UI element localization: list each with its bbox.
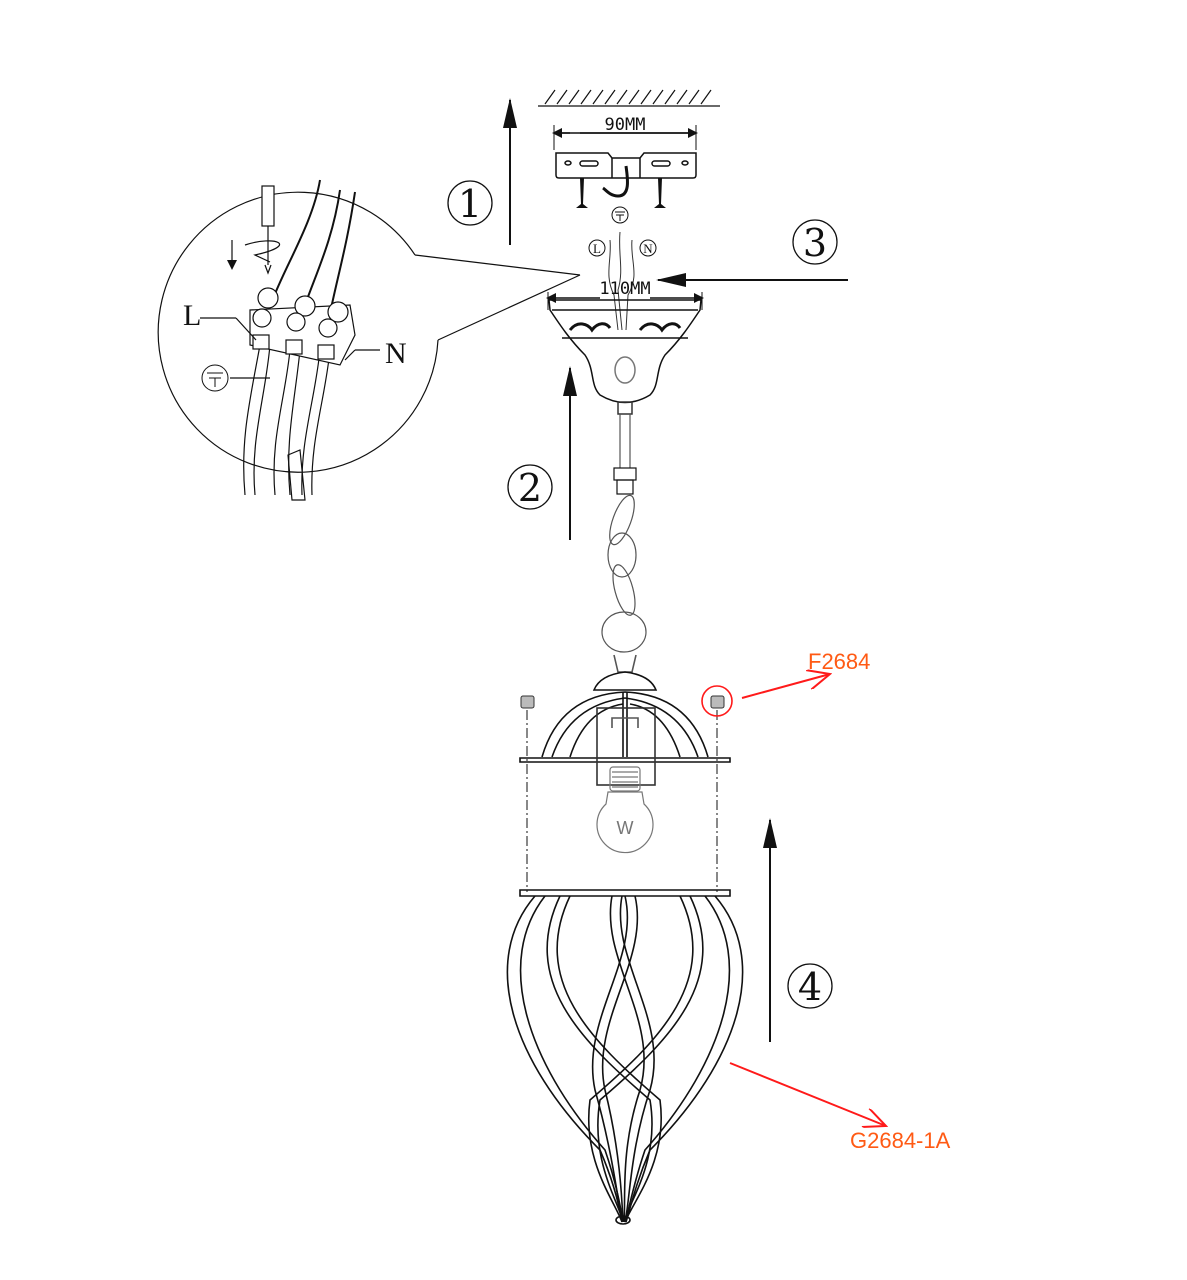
screw-icon bbox=[576, 178, 666, 208]
canopy-dimension: 110MM bbox=[546, 279, 704, 310]
earth-ground-icon bbox=[201, 364, 229, 392]
bracket-dimension: 90MM bbox=[552, 115, 698, 150]
svg-text:4: 4 bbox=[798, 965, 822, 1009]
svg-text:N: N bbox=[643, 241, 653, 256]
svg-text:1: 1 bbox=[458, 182, 482, 226]
lamp-top-cage bbox=[519, 654, 731, 786]
mounting-bracket bbox=[555, 152, 697, 198]
svg-text:3: 3 bbox=[803, 221, 827, 265]
live-marker: L bbox=[588, 239, 606, 257]
canopy-width-label: 110MM bbox=[599, 279, 650, 299]
shade-part-annotation: G2684-1A bbox=[729, 1062, 951, 1153]
svg-text:2: 2 bbox=[518, 466, 542, 510]
wiring-detail-callout bbox=[157, 179, 581, 501]
step-3: 3 bbox=[656, 219, 848, 287]
lantern-shade bbox=[506, 889, 744, 1225]
bracket-width-label: 90MM bbox=[605, 115, 646, 135]
step-2: 2 bbox=[507, 366, 577, 540]
neutral-marker: N bbox=[639, 239, 657, 257]
hanging-chain bbox=[601, 414, 647, 653]
ceiling-hatch bbox=[538, 89, 720, 107]
ceiling-canopy bbox=[548, 299, 702, 415]
step-1: 1 bbox=[447, 98, 517, 245]
detail-live-label: L bbox=[183, 299, 201, 332]
detail-neutral-label: N bbox=[385, 337, 407, 370]
shade-screws bbox=[520, 695, 725, 892]
shade-part-number: G2684-1A bbox=[850, 1128, 951, 1153]
bulb-wattage-label: W bbox=[617, 818, 634, 838]
supply-wires bbox=[608, 231, 635, 331]
step-4: 4 bbox=[763, 818, 833, 1042]
screw-part-number: F2684 bbox=[808, 649, 870, 674]
svg-text:L: L bbox=[593, 241, 601, 256]
earth-ground-icon bbox=[611, 206, 629, 224]
screw-part-annotation: F2684 bbox=[701, 649, 870, 717]
light-bulb: W bbox=[596, 766, 654, 854]
